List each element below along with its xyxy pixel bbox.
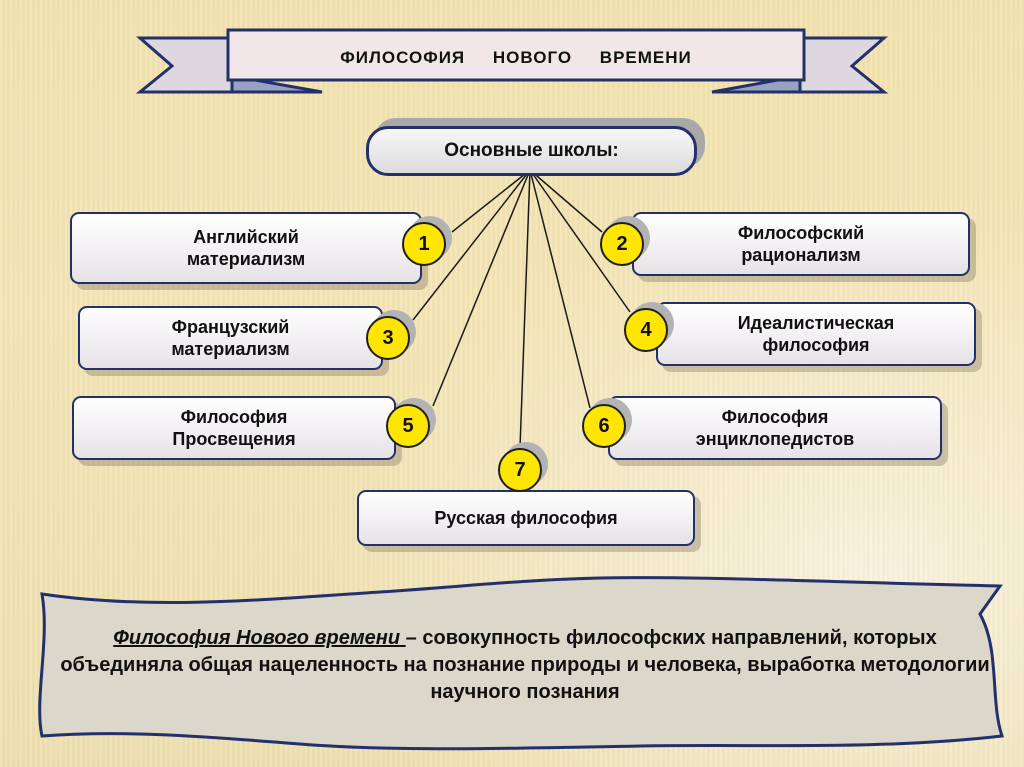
school-label: Философский рационализм <box>737 223 865 265</box>
school-box-philosophical-rationalism: Философский рационализм <box>632 212 970 276</box>
ribbon-center <box>226 28 806 82</box>
connector-1 <box>451 169 531 233</box>
number-badge-2: 2 <box>600 222 644 266</box>
definition-text: Философия Нового времени – совокупность … <box>60 600 990 730</box>
number-badge-5: 5 <box>386 404 430 448</box>
school-label: Английский материализм <box>186 227 306 269</box>
school-box-enlightenment: Философия Просвещения <box>72 396 396 460</box>
school-label: Философия Просвещения <box>172 407 296 449</box>
number-badge-4: 4 <box>624 308 668 352</box>
school-label: Русская философия <box>434 508 618 528</box>
school-label: Французский материализм <box>171 317 290 359</box>
ribbon-right-tail <box>798 36 889 94</box>
scroll-shape <box>38 576 1005 751</box>
school-box-russian-philosophy: Русская философия <box>357 490 695 546</box>
number-badge-7: 7 <box>498 448 542 492</box>
definition-term: Философия Нового времени <box>113 626 406 649</box>
number-badge-1: 1 <box>402 222 446 266</box>
school-box-french-materialism: Французский материализм <box>78 306 383 370</box>
school-box-english-materialism: Английский материализм <box>70 212 422 284</box>
number-badge-3: 3 <box>366 316 410 360</box>
connector-2 <box>529 169 603 233</box>
number-badge-6: 6 <box>582 404 626 448</box>
school-label: Идеалистическая философия <box>737 313 895 355</box>
main-schools-node: Основные школы: <box>366 126 697 176</box>
school-box-idealistic-philosophy: Идеалистическая философия <box>656 302 976 366</box>
connector-4 <box>529 169 631 313</box>
ribbon-left-tail <box>135 36 234 94</box>
connector-7 <box>519 169 531 449</box>
page-title: ФИЛОСОФИЯ НОВОГО ВРЕМЕНИ <box>340 48 692 67</box>
connector-5 <box>432 169 531 407</box>
connector-6 <box>529 169 591 409</box>
school-label: Философия энциклопедистов <box>695 407 855 449</box>
connector-3 <box>412 169 531 321</box>
definition-body: – совокупность философских направлений, … <box>60 626 990 703</box>
